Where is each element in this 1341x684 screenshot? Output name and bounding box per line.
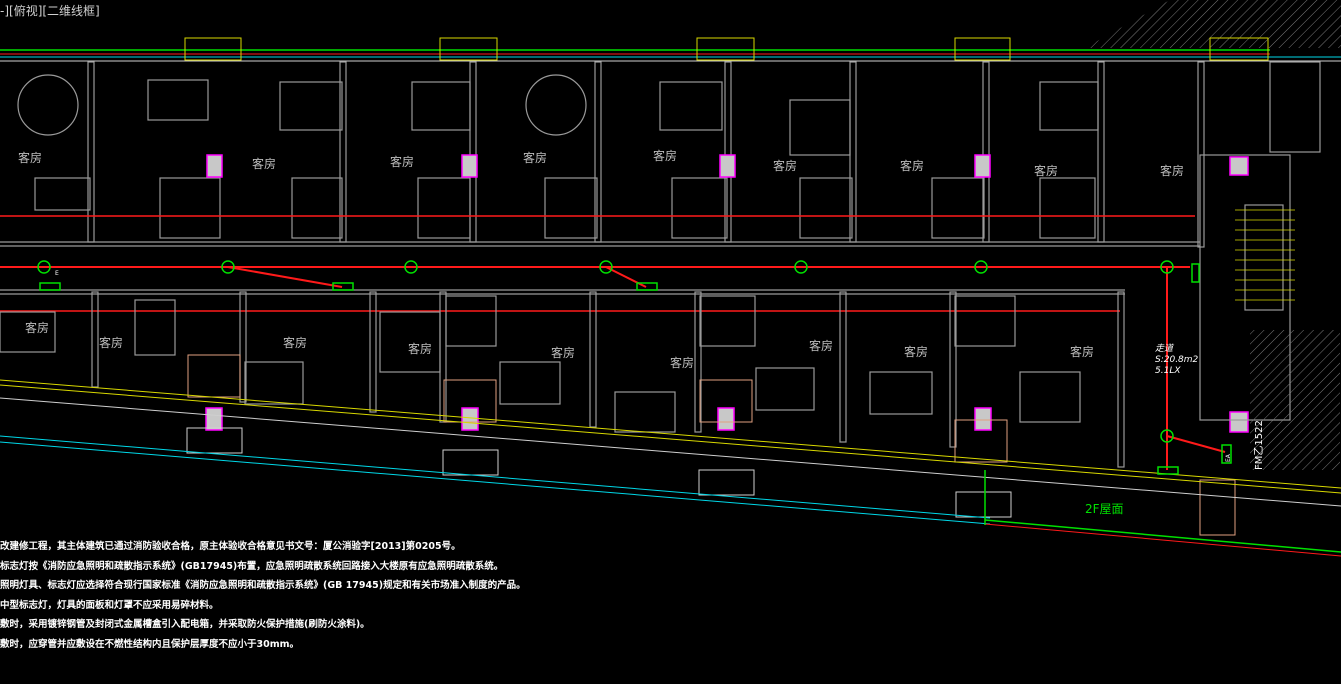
room-label: 客房 [900,158,924,173]
room-label: 客房 [1070,344,1094,359]
corridor-area: S:20.8m2 [1155,355,1199,365]
room-label: 客房 [390,154,414,169]
corridor-lux: 5.1LX [1155,366,1181,376]
room-label: 客房 [523,150,547,165]
note-line: 敷时，应穿管并应敷设在不燃性结构内且保护层厚度不应小于30mm。 [0,638,300,650]
emergency-lights: E [37,260,1232,475]
note-line: 改建修工程，其主体建筑已通过消防验收合格，原主体验收合格意见书文号：厦公消验字[… [0,541,461,552]
corridor-annotation: 走道 S:20.8m2 5.1LX [1155,343,1199,376]
room-label: 客房 [99,335,123,350]
room-label: 客房 [551,345,575,360]
room-label: 客房 [18,150,42,165]
note-line: 敷时，采用镀锌钢管及封闭式金属槽盒引入配电箱，并采取防火保护措施(刷防火涂料)。 [0,619,370,630]
staircase [1235,209,1295,301]
note-line: 中型标志灯，灯具的面板和灯罩不应采用易碎材料。 [0,599,219,611]
lighting-circuits [0,215,1226,470]
note-line: 照明灯具、标志灯应选择符合现行国家标准《消防应急照明和疏散指示系统》(GB 17… [0,580,526,591]
wall-columns [205,154,1249,433]
roof-label: 2F屋面 [1085,502,1124,516]
room-label: 客房 [1034,163,1058,178]
hatched-area [1085,0,1341,48]
corridor-name: 走道 [1155,343,1175,354]
room-label: 客房 [408,341,432,356]
top-facade [0,37,1341,62]
exit-sign-tag: EA [1225,453,1232,462]
light-tag: E [55,270,59,277]
viewport-controls-label[interactable]: -][俯视][二维线框] [0,4,100,18]
hatched-core [1250,330,1340,470]
room-label: 客房 [283,335,307,350]
room-label: 客房 [252,156,276,171]
bottom-facade [0,379,1341,557]
room-label: 客房 [773,158,797,173]
note-line: 标志灯按《消防应急照明和疏散指示系统》(GB17945)布置，应急照明疏散系统回… [0,560,504,572]
room-label: 客房 [809,338,833,353]
room-label: 客房 [1160,163,1184,178]
room-label: 客房 [904,344,928,359]
door-tag: FM乙1522 [1253,420,1265,470]
design-notes: 改建修工程，其主体建筑已通过消防验收合格，原主体验收合格意见书文号：厦公消验字[… [0,537,526,654]
room-label: 客房 [670,355,694,370]
room-label: 客房 [25,320,49,335]
top-rooms-walls [0,61,1321,248]
balcony-units [186,427,1012,518]
bathroom-fixtures [187,354,1236,536]
bottom-rooms-walls [0,154,1291,468]
room-label: 客房 [653,148,677,163]
room-labels: 客房 客房 客房 客房 客房 客房 客房 客房 客房 客房 客房 客房 客房 客… [18,148,1184,370]
